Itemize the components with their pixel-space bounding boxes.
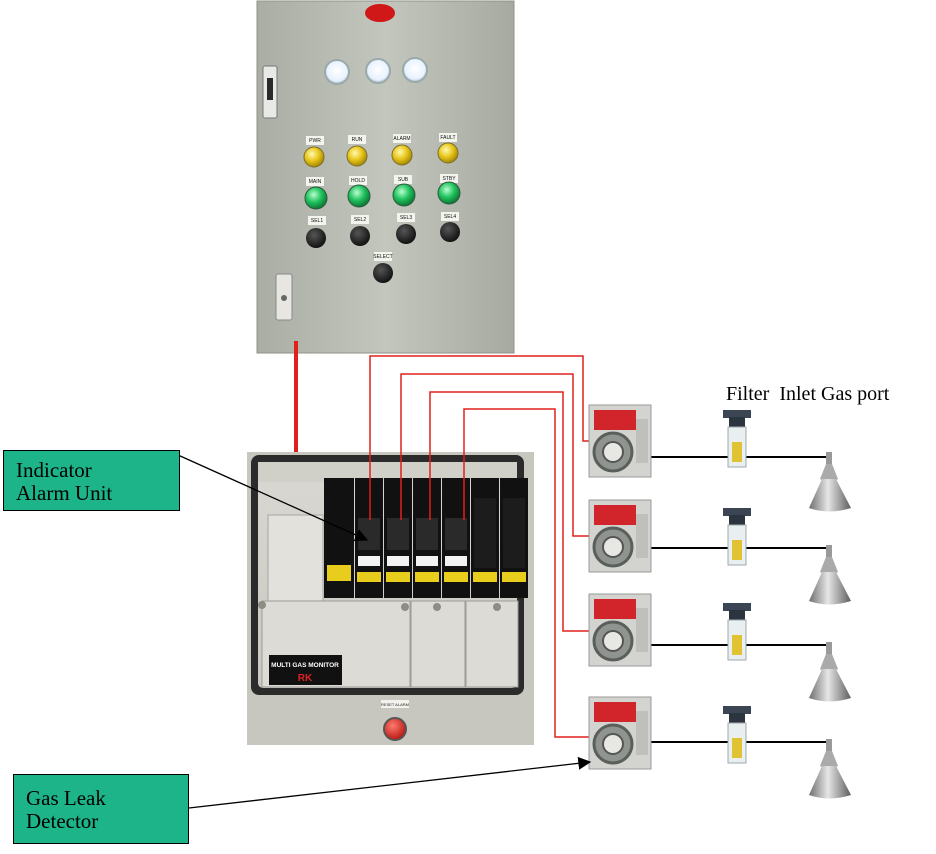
yellow-lamp-row [303, 142, 459, 168]
detector-callout-arrow [188, 756, 592, 809]
port-stem [826, 739, 832, 751]
brand-mark-icon: RK [298, 673, 313, 684]
port-stem [826, 452, 832, 464]
filter-cap [723, 508, 751, 516]
filter-cap [723, 410, 751, 418]
column-labels: Filter Inlet Gas port [726, 383, 889, 406]
filter-cap [723, 706, 751, 714]
detector-pump-inner [602, 733, 624, 755]
detector-side [636, 608, 648, 652]
switch-label: SEL3 [400, 215, 412, 221]
detector-pump-inner [602, 536, 624, 558]
filter-neck [729, 713, 745, 723]
indicator-alarm-unit-callout: Indicator Alarm Unit [3, 450, 180, 511]
lamp-label: FAULT [440, 135, 455, 141]
white-lamp-icon [365, 58, 391, 84]
monitor-nameplate [269, 655, 342, 685]
port-neck [820, 464, 838, 482]
inlet-gas-port-icon [809, 766, 851, 799]
detector-display [594, 599, 636, 619]
control-panel: PWR RUN ALARM FAULT MAIN HOLD SUB STBY [256, 0, 515, 354]
monitor-panel-title: MULTI GAS MONITOR [271, 662, 339, 669]
filter-element [732, 635, 742, 655]
selector-switch-icon [373, 263, 393, 283]
detector-rows [588, 404, 851, 799]
callout-line: Detector [26, 809, 99, 833]
inlet-gas-port-icon [809, 669, 851, 702]
callout-line: Indicator [16, 458, 92, 482]
lamp-label: HOLD [351, 178, 365, 184]
detector-display [594, 702, 636, 722]
detector-side [636, 419, 648, 463]
lamp-label: PWR [309, 138, 321, 144]
filter-neck [729, 515, 745, 525]
green-lamp-icon [347, 184, 371, 208]
filter-element [732, 738, 742, 758]
lamp-label: SUB [398, 177, 409, 183]
callout-line: Alarm Unit [16, 481, 113, 505]
signal-wires [369, 355, 596, 738]
green-lamp-icon [392, 183, 416, 207]
red-beacon-icon [365, 4, 395, 22]
white-lamp-icon [324, 59, 350, 85]
port-neck [820, 557, 838, 575]
multi-gas-monitor: MULTI GAS MONITOR RK RESET ALARM [247, 452, 534, 745]
green-lamp-icon [304, 186, 328, 210]
selector-switch-icon [440, 222, 460, 242]
yellow-lamp-icon [391, 144, 413, 166]
white-lamp-icon [402, 57, 428, 83]
detector-side [636, 711, 648, 755]
switch-label: SEL1 [311, 218, 323, 224]
yellow-lamp-icon [346, 145, 368, 167]
callout-line: Gas Leak [26, 786, 106, 810]
yellow-lamp-icon [437, 142, 459, 164]
sensor-module-rack [324, 478, 528, 598]
reset-button-label: RESET ALARM [381, 702, 409, 707]
filter-element [732, 442, 742, 462]
selector-switch-icon [306, 228, 326, 248]
filter-neck [729, 610, 745, 620]
reset-alarm-button [383, 717, 407, 741]
switch-label: SELECT [373, 254, 392, 260]
switch-label: SEL2 [354, 217, 366, 223]
selector-switch-row [306, 222, 460, 248]
detector-pump-inner [602, 441, 624, 463]
detector-side [636, 514, 648, 558]
detector-display [594, 410, 636, 430]
lamp-label: MAIN [309, 179, 322, 185]
inlet-gas-port-icon [809, 572, 851, 605]
green-lamp-row [304, 181, 461, 210]
port-neck [820, 751, 838, 769]
filter-neck [729, 417, 745, 427]
gas-leak-detector-callout: Gas Leak Detector [13, 774, 189, 844]
indicator-callout-arrow [177, 454, 369, 542]
inlet-gas-port-icon [809, 479, 851, 512]
port-stem [826, 545, 832, 557]
white-lamp-row [324, 57, 428, 85]
filter-element [732, 540, 742, 560]
switch-label: SEL4 [444, 214, 456, 220]
yellow-lamp-icon [303, 146, 325, 168]
lamp-label: ALARM [393, 136, 410, 142]
green-lamp-icon [437, 181, 461, 205]
detector-display [594, 505, 636, 525]
selector-switch-icon [396, 224, 416, 244]
filter-label: Filter [726, 383, 770, 405]
selector-switch-icon [350, 226, 370, 246]
inlet-gas-port-label: Inlet Gas port [779, 383, 890, 405]
port-neck [820, 654, 838, 672]
port-stem [826, 642, 832, 654]
detector-pump-inner [602, 630, 624, 652]
lamp-label: STBY [442, 176, 456, 182]
lamp-label: RUN [352, 137, 363, 143]
filter-cap [723, 603, 751, 611]
